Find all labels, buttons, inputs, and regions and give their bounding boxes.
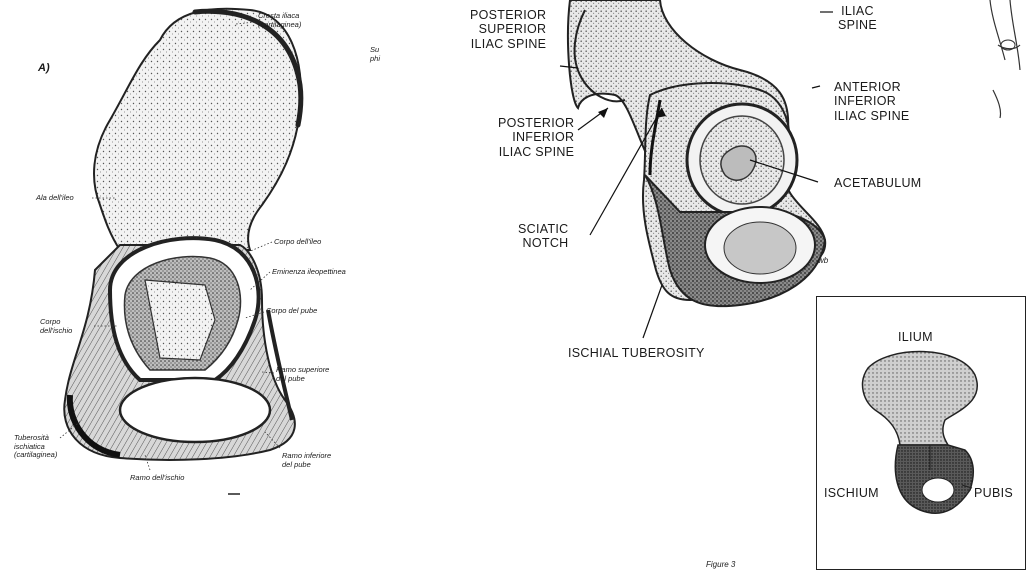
inset-label-ilium: ILIUM — [898, 330, 933, 344]
inset-hip-diagram — [863, 352, 978, 514]
hip-bone-illustration-right — [400, 0, 1028, 575]
hip-bone-illustration-left — [0, 0, 400, 575]
label-posterior-superior-iliac-spine: POSTERIOR SUPERIOR ILIAC SPINE — [470, 8, 546, 51]
label-acetabulum: ACETABULUM — [834, 176, 922, 190]
label-eminenza-ileopettinea: Eminenza ileopettinea — [272, 268, 346, 277]
label-corpo-ischio: Corpo dell'ischio — [40, 318, 72, 335]
figure-caption: Figure 3 — [706, 560, 735, 569]
inset-label-pubis: PUBIS — [974, 486, 1013, 500]
panel-a-label: A) — [38, 62, 50, 75]
artist-signature: wb — [818, 256, 828, 265]
label-cut-text: Su phi — [370, 46, 380, 63]
inset-label-ischium: ISCHIUM — [824, 486, 879, 500]
label-corpo-pube: Corpo del pube — [266, 307, 317, 316]
label-cresta-iliaca: Cresta iliaca (cartilaginea) — [258, 12, 301, 29]
label-iliac-spine: ILIAC SPINE — [838, 4, 877, 33]
label-ischial-tuberosity: ISCHIAL TUBEROSITY — [568, 346, 705, 360]
label-corpo-ileo: Corpo dell'ileo — [274, 238, 321, 247]
label-sciatic-notch: SCIATIC NOTCH — [518, 222, 568, 251]
label-posterior-inferior-iliac-spine: POSTERIOR INFERIOR ILIAC SPINE — [498, 116, 574, 159]
english-hip-bone-figure: POSTERIOR SUPERIOR ILIAC SPINE ILIAC SPI… — [400, 0, 1028, 575]
italian-hip-bone-figure: A) Cresta iliaca (cartilaginea) Su phi A… — [0, 0, 400, 575]
label-ala-ileo: Ala dell'ileo — [36, 194, 74, 203]
label-ramo-inferiore-pube: Ramo inferiore del pube — [282, 452, 331, 469]
label-ramo-ischio: Ramo dell'ischio — [130, 474, 184, 483]
label-ramo-superiore-pube: Ramo superiore del pube — [276, 366, 329, 383]
label-tuberosita-ischiatica: Tuberosità ischiatica (cartilaginea) — [14, 434, 57, 460]
label-anterior-inferior-iliac-spine: ANTERIOR INFERIOR ILIAC SPINE — [834, 80, 910, 123]
